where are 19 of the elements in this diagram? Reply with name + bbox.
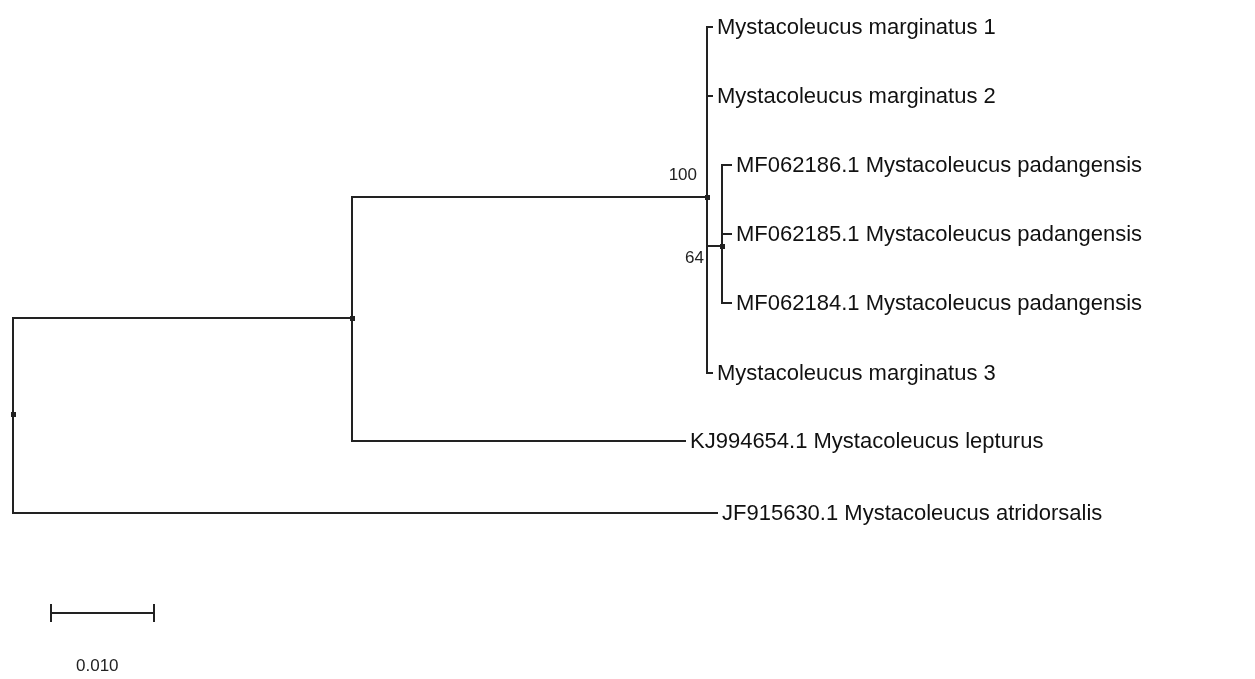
branch-node	[10, 411, 16, 417]
taxon-label: MF062186.1 Mystacoleucus padangensis	[736, 152, 1143, 178]
taxon-label: JF915630.1 Mystacoleucus atridorsalis	[722, 500, 1103, 526]
branch-node	[349, 315, 355, 321]
taxon-label: MF062185.1 Mystacoleucus padangensis	[736, 221, 1143, 247]
tree-branch	[706, 95, 714, 198]
tree-branch	[12, 317, 352, 415]
bootstrap-value: 100	[668, 165, 697, 185]
taxon-label: Mystacoleucus marginatus 3	[717, 360, 996, 386]
taxon-label: KJ994654.1 Mystacoleucus lepturus	[690, 428, 1044, 454]
branch-node	[704, 194, 710, 200]
taxon-label: Mystacoleucus marginatus 2	[717, 83, 996, 109]
taxon-label: Mystacoleucus marginatus 1	[717, 14, 996, 40]
tree-branch	[351, 196, 707, 319]
scale-value: 0.010	[76, 656, 119, 676]
tree-branch	[721, 233, 733, 247]
bootstrap-value: 64	[685, 248, 704, 268]
branch-node	[719, 243, 725, 249]
taxon-label: MF062184.1 Mystacoleucus padangensis	[736, 290, 1143, 316]
